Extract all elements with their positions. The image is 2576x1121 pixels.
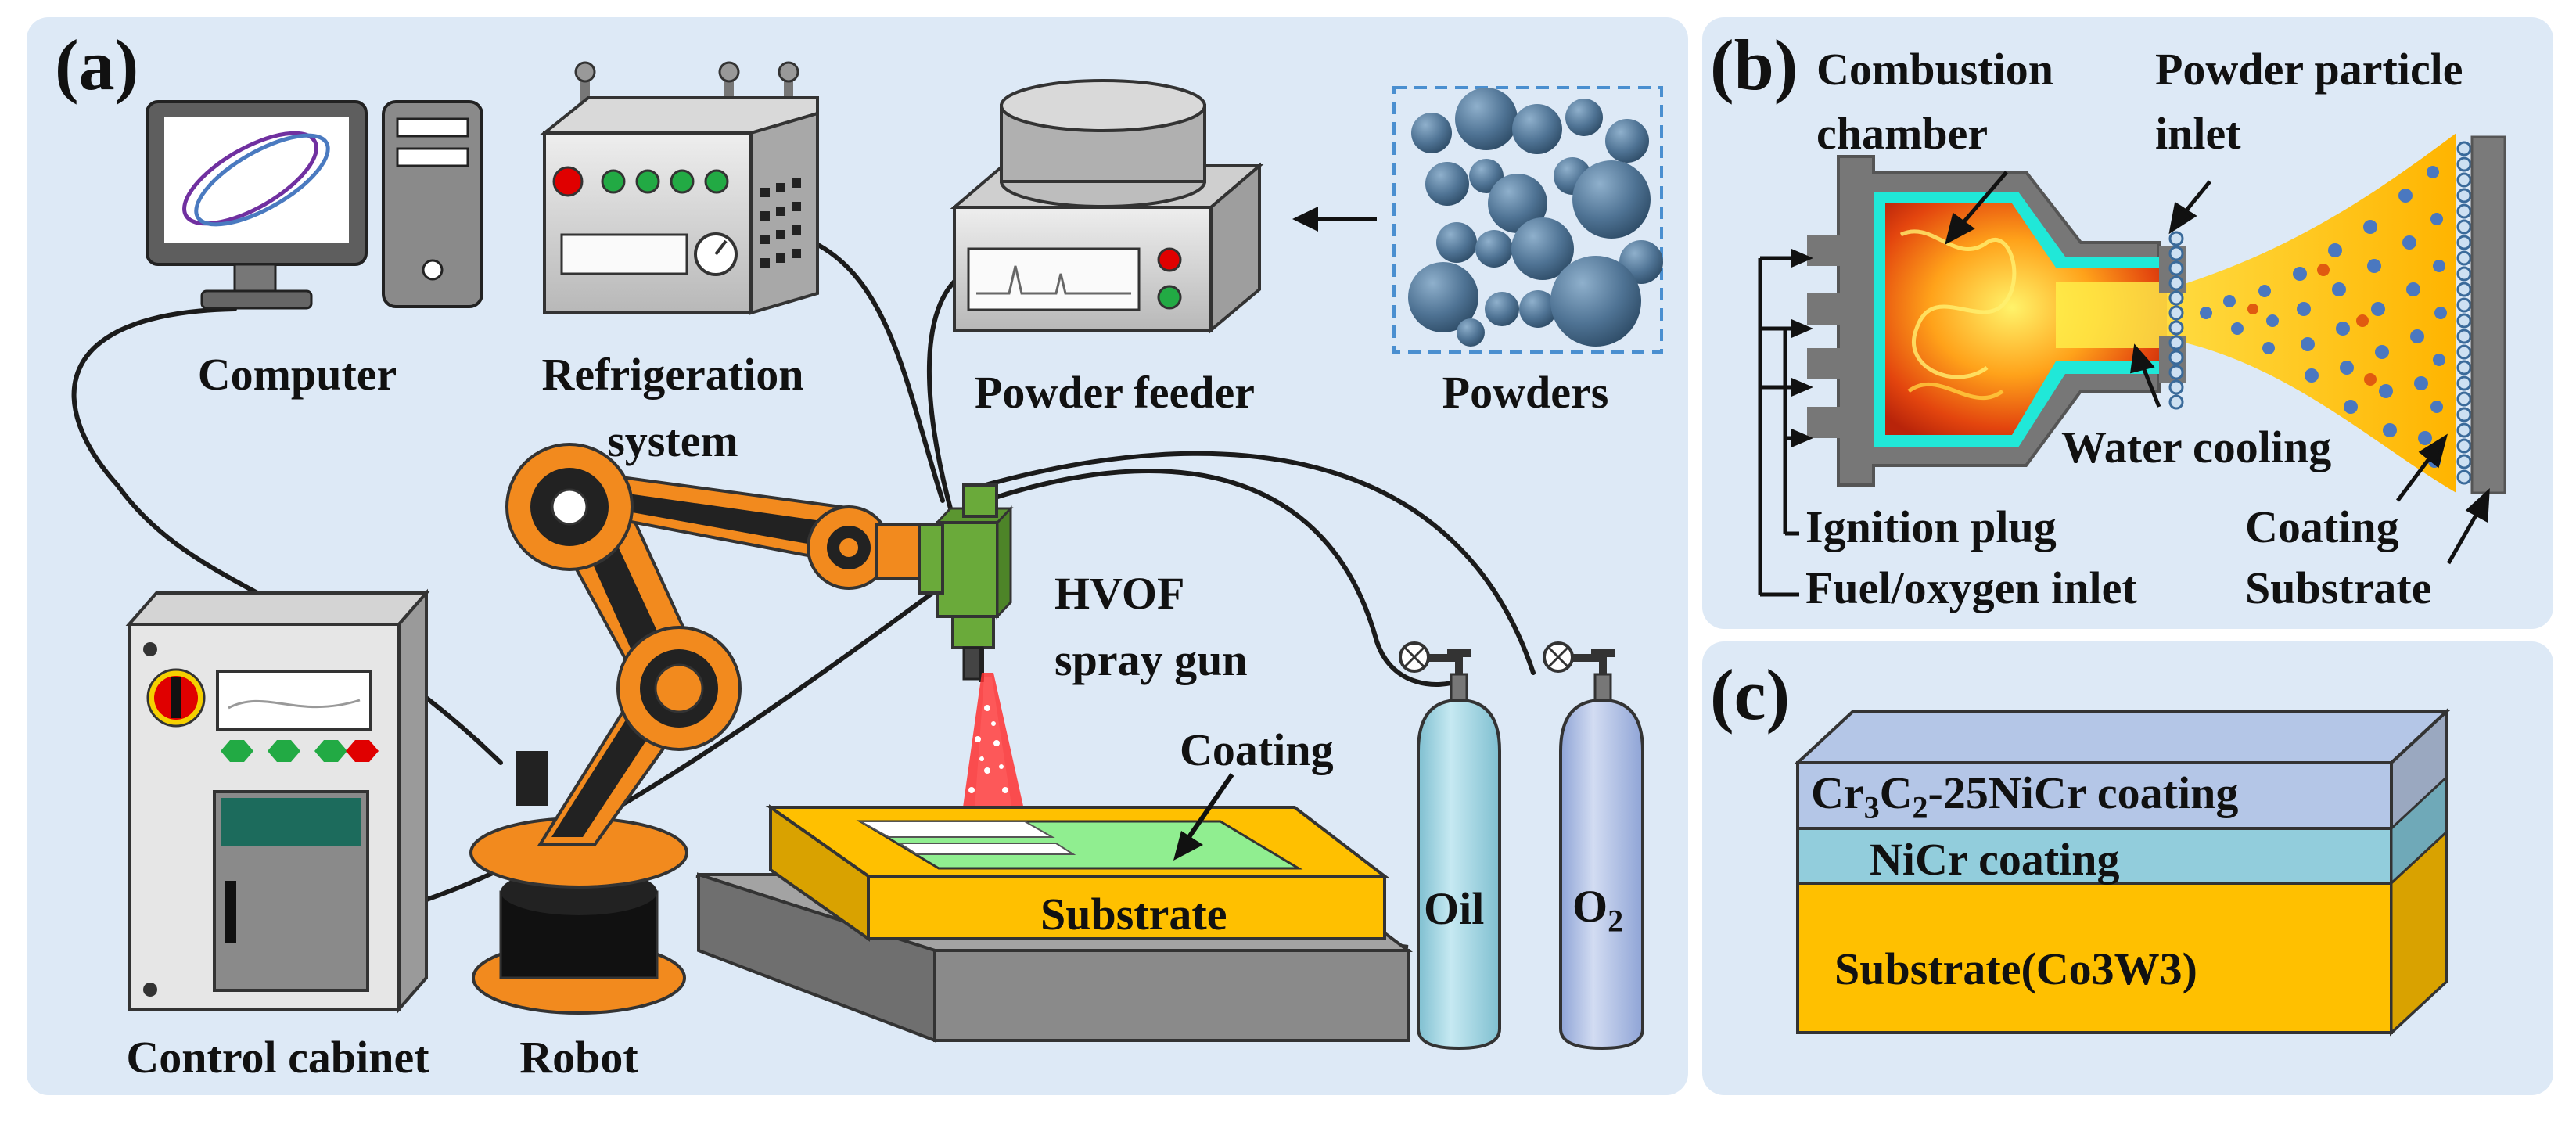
layer-top-text-cr: Cr (1811, 767, 1864, 818)
o2-cylinder-icon (1543, 641, 1644, 1051)
ignition-plug-label: Ignition plug (1805, 501, 2057, 552)
layer-top-sub-2: 2 (1912, 789, 1928, 825)
robot-label: Robot (519, 1032, 638, 1083)
b-substrate-label: Substrate (2245, 562, 2432, 613)
coating-layers (1793, 708, 2451, 1037)
powder-feeder-icon (950, 79, 1264, 334)
refrigeration-label-line2: system (607, 415, 738, 466)
robot-icon (469, 443, 956, 1015)
refrigeration-label-line1: Refrigeration (541, 349, 804, 400)
combustion-label-line1: Combustion (1816, 44, 2053, 95)
hvof-label-line2: spray gun (1054, 634, 1248, 685)
fuel-inlet-label: Fuel/oxygen inlet (1805, 562, 2137, 613)
cable-o2-gun (983, 451, 1536, 675)
panel-c-label: (c) (1710, 655, 1791, 735)
oil-cylinder-icon (1399, 641, 1501, 1051)
arrow-powders-to-feeder (1292, 207, 1377, 232)
o2-label-base: O (1572, 881, 1608, 932)
spray-platform (695, 804, 1414, 1043)
powder-inlet-label-line2: inlet (2155, 108, 2241, 159)
refrigeration-icon (540, 61, 819, 315)
layer-top-sub-3: 3 (1863, 789, 1880, 825)
powder-feeder-label: Powder feeder (974, 367, 1256, 418)
cable-feeder-gun (926, 268, 972, 511)
layer-top-text-rest: -25NiCr coating (1928, 767, 2239, 818)
cable-refrigeration-gun (811, 240, 945, 503)
combustion-label-line2: chamber (1816, 108, 1989, 159)
layer-bottom-label: Substrate(Co3W3) (1834, 943, 2197, 994)
coating-label: Coating (1180, 724, 1334, 775)
powder-inlet-label-line1: Powder particle (2155, 44, 2463, 95)
layer-top-text-c: C (1879, 767, 1913, 818)
o2-label: O2 (1572, 880, 1623, 940)
powders-label: Powders (1442, 367, 1609, 418)
computer-icon (146, 100, 483, 310)
control-cabinet-label: Control cabinet (126, 1032, 429, 1083)
arrow-coating (1173, 773, 1234, 861)
substrate-label: Substrate (1040, 889, 1227, 940)
powders-icon (1392, 86, 1663, 354)
hvof-gun-icon (918, 483, 1014, 682)
water-cooling-label: Water cooling (2061, 422, 2332, 472)
layer-middle-label: NiCr coating (1870, 834, 2120, 885)
oil-label: Oil (1424, 883, 1485, 934)
o2-label-sub: 2 (1608, 903, 1624, 939)
control-cabinet-icon (125, 588, 430, 1014)
layer-top-label: Cr3C2-25NiCr coating (1811, 767, 2238, 826)
panel-b-label: (b) (1710, 25, 1798, 105)
hvof-label-line1: HVOF (1054, 568, 1185, 619)
computer-label: Computer (197, 349, 397, 400)
b-coating-label: Coating (2245, 501, 2399, 552)
panel-a-label: (a) (55, 25, 139, 105)
cable-oil-gun (983, 469, 1461, 687)
hvof-schematic (1758, 133, 2506, 597)
